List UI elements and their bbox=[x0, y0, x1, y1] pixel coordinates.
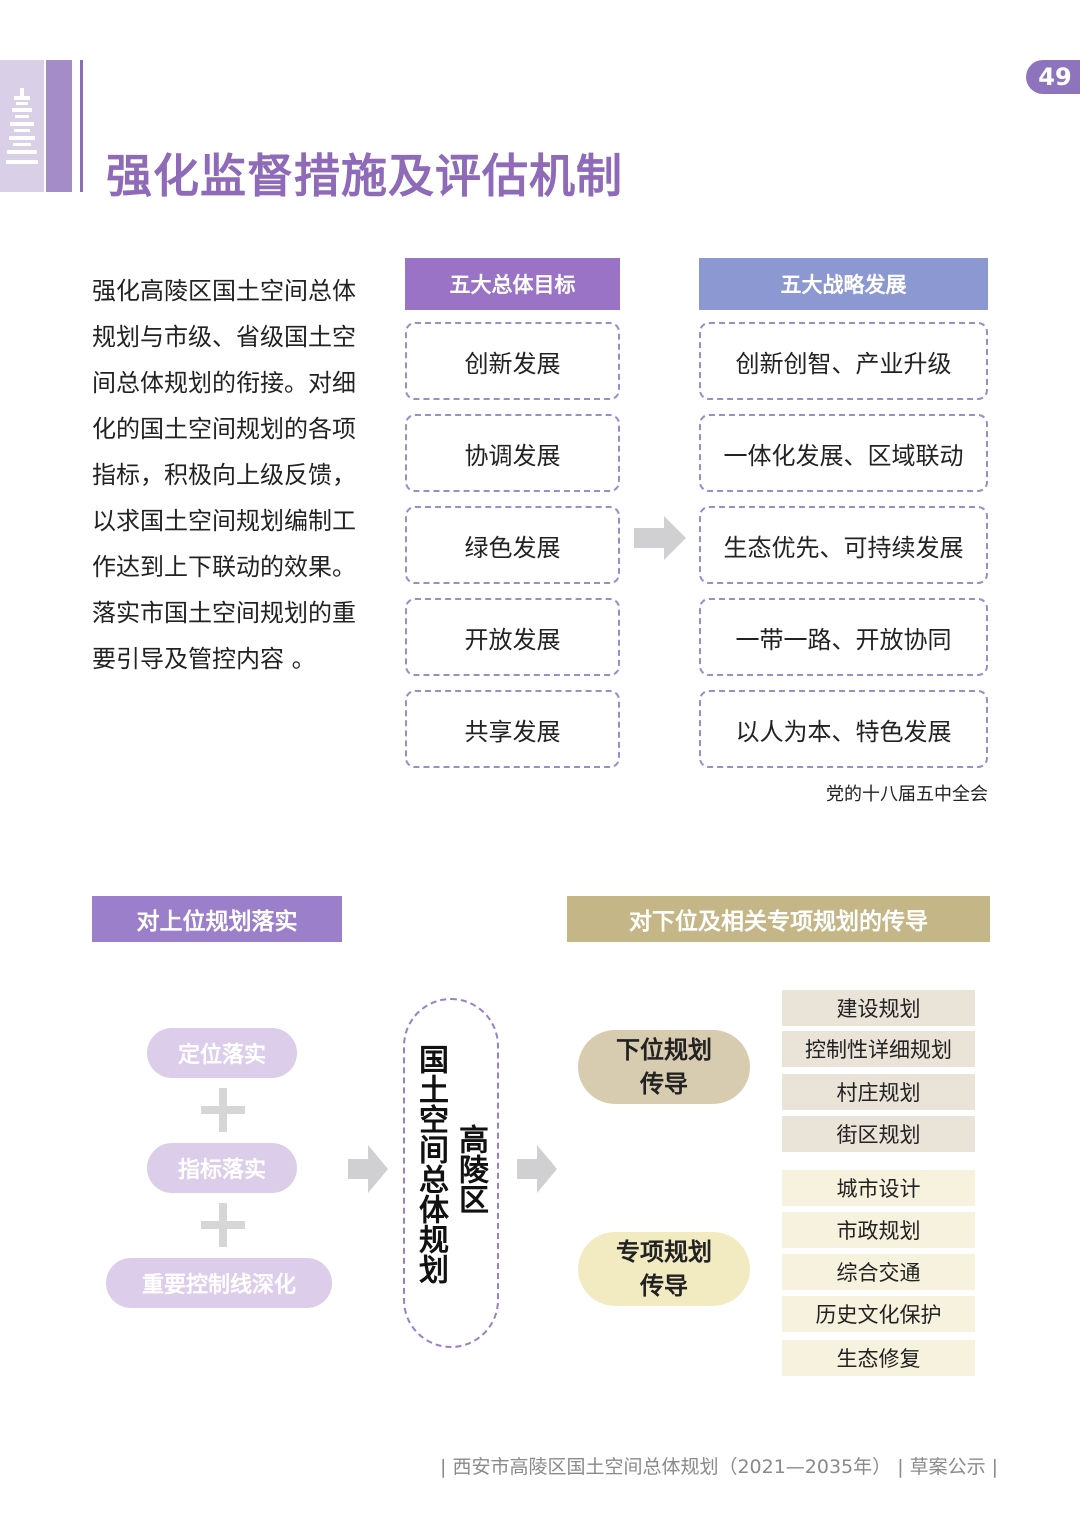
upper-plan-item: 指标落实 bbox=[147, 1143, 297, 1193]
lower-plan-item: 建设规划 bbox=[782, 990, 975, 1026]
strategy-item: 一带一路、开放协同 bbox=[699, 598, 988, 676]
center-title: 国土空间总体规划 bbox=[413, 1044, 448, 1284]
right-arrow-icon bbox=[348, 1145, 388, 1193]
lower-plan-item: 控制性详细规划 bbox=[782, 1031, 975, 1067]
side-accent-line bbox=[80, 60, 83, 192]
oval-label: 传导 bbox=[640, 1070, 688, 1098]
strategy-item: 以人为本、特色发展 bbox=[699, 690, 988, 768]
tower-icon bbox=[6, 88, 38, 164]
goal-item: 开放发展 bbox=[405, 598, 620, 676]
page-footer: | 西安市高陵区国土空间总体规划（2021—2035年） | 草案公示 | bbox=[440, 1456, 999, 1478]
goal-item: 共享发展 bbox=[405, 690, 620, 768]
center-capsule bbox=[403, 998, 499, 1348]
lower-plan-item: 村庄规划 bbox=[782, 1074, 975, 1110]
goals-caption: 党的十八届五中全会 bbox=[826, 784, 988, 805]
oval-label: 下位规划 bbox=[616, 1036, 712, 1064]
plus-icon bbox=[201, 1088, 245, 1132]
upper-plan-heading: 对上位规划落实 bbox=[92, 896, 342, 942]
lower-plan-heading: 对下位及相关专项规划的传导 bbox=[567, 896, 990, 942]
special-plan-item: 市政规划 bbox=[782, 1212, 975, 1248]
intro-paragraph: 强化高陵区国土空间总体规划与市级、省级国土空间总体规划的衔接。对细化的国土空间规… bbox=[92, 277, 356, 673]
goal-item: 绿色发展 bbox=[405, 506, 620, 584]
right-arrow-icon bbox=[517, 1145, 557, 1193]
center-subtitle: 高陵区 bbox=[453, 1124, 488, 1214]
goals-heading-right: 五大战略发展 bbox=[699, 258, 988, 310]
oval-label: 传导 bbox=[640, 1272, 688, 1300]
special-plan-item: 综合交通 bbox=[782, 1254, 975, 1290]
special-plan-item: 生态修复 bbox=[782, 1340, 975, 1376]
goals-heading-left: 五大总体目标 bbox=[405, 258, 620, 310]
strategy-item: 创新创智、产业升级 bbox=[699, 322, 988, 400]
lower-plan-oval: 下位规划 传导 bbox=[578, 1030, 750, 1104]
right-arrow-icon bbox=[634, 516, 686, 560]
lower-plan-item: 街区规划 bbox=[782, 1116, 975, 1152]
upper-plan-item: 重要控制线深化 bbox=[106, 1258, 332, 1308]
strategy-item: 生态优先、可持续发展 bbox=[699, 506, 988, 584]
goal-item: 创新发展 bbox=[405, 322, 620, 400]
strategy-item: 一体化发展、区域联动 bbox=[699, 414, 988, 492]
upper-plan-item: 定位落实 bbox=[147, 1028, 297, 1078]
special-plan-oval: 专项规划 传导 bbox=[578, 1232, 750, 1306]
oval-label: 专项规划 bbox=[616, 1238, 712, 1266]
page-number: 49 bbox=[1026, 60, 1080, 94]
special-plan-item: 历史文化保护 bbox=[782, 1296, 975, 1332]
side-accent-bar bbox=[46, 60, 72, 192]
page-title: 强化监督措施及评估机制 bbox=[106, 149, 623, 203]
special-plan-item: 城市设计 bbox=[782, 1170, 975, 1206]
plus-icon bbox=[201, 1203, 245, 1247]
goal-item: 协调发展 bbox=[405, 414, 620, 492]
